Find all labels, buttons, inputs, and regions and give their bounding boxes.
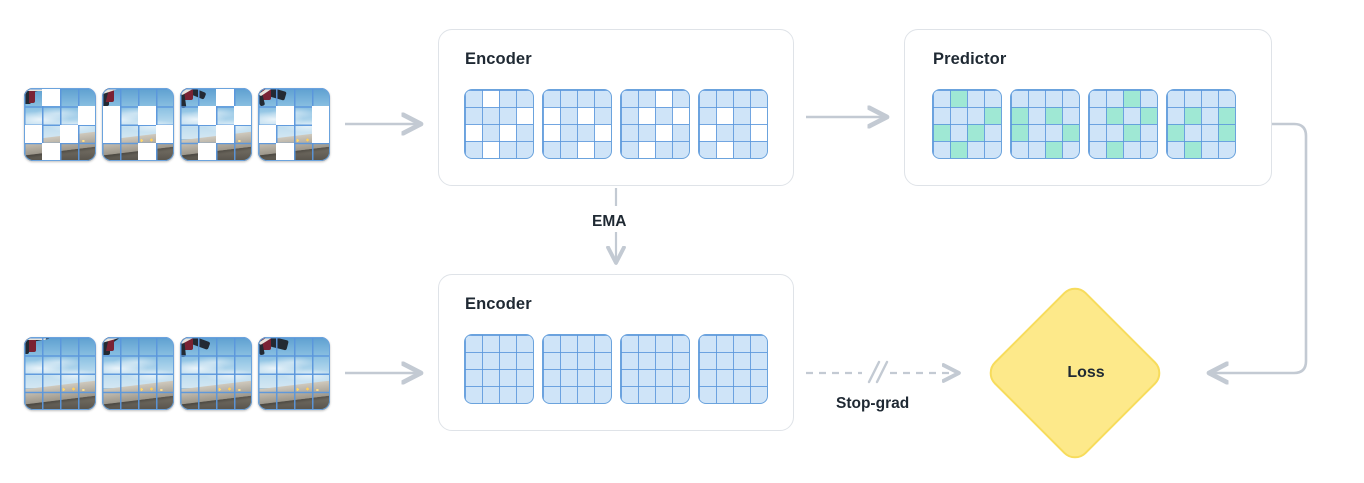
predicted-token-cell <box>1106 141 1123 158</box>
predicted-token-cell <box>984 107 1001 124</box>
masked-token-cell <box>516 107 533 124</box>
masked-frame-3 <box>180 88 252 161</box>
context-frame-4 <box>258 337 330 410</box>
masked-token-cell <box>716 107 733 124</box>
video-scene <box>24 337 96 410</box>
ema-label: EMA <box>592 213 627 230</box>
masked-token-cell <box>716 141 733 158</box>
encoder-token-grid-2 <box>542 89 612 159</box>
target-token-grid-2 <box>542 334 612 404</box>
masked-token-cell <box>577 107 594 124</box>
predicted-token-cell <box>1045 107 1062 124</box>
target-token-grid-3 <box>620 334 690 404</box>
masked-token-cell <box>672 107 689 124</box>
masked-frame-2 <box>102 88 174 161</box>
stopgrad-label: Stop-grad <box>836 395 910 412</box>
predictor-box: Predictor <box>904 29 1272 186</box>
masked-patch <box>78 106 96 125</box>
predicted-token-cell <box>1184 107 1201 124</box>
masked-frame-4 <box>258 88 330 161</box>
masked-token-cell <box>699 124 716 141</box>
predictor-token-grid-4 <box>1166 89 1236 159</box>
predicted-token-cell <box>1011 124 1028 141</box>
masked-patch <box>198 142 216 161</box>
masked-patch <box>258 124 276 143</box>
masked-token-cell <box>543 107 560 124</box>
video-scene <box>102 337 174 410</box>
masked-token-cell <box>638 141 655 158</box>
masked-patch <box>60 124 78 143</box>
masked-token-cell <box>638 107 655 124</box>
context-frame-1 <box>24 337 96 410</box>
video-scene <box>180 337 252 410</box>
masked-token-cell <box>594 124 611 141</box>
masked-token-cell <box>750 124 767 141</box>
target-token-grid-1 <box>464 334 534 404</box>
bottom-encoder-box: Encoder <box>438 274 794 431</box>
masked-patch <box>42 142 60 161</box>
predicted-token-cell <box>1184 141 1201 158</box>
masked-token-cell <box>482 141 499 158</box>
masked-token-cell <box>655 124 672 141</box>
masked-patch <box>42 88 60 107</box>
predicted-token-cell <box>950 90 967 107</box>
masked-token-cell <box>465 124 482 141</box>
masked-patch <box>234 106 252 125</box>
predicted-token-cell <box>950 141 967 158</box>
masked-patch <box>198 106 216 125</box>
context-frame-2 <box>102 337 174 410</box>
bottom-encoder-title: Encoder <box>465 295 532 313</box>
masked-patch <box>138 142 156 161</box>
encoder-token-grid-4 <box>698 89 768 159</box>
masked-patch <box>216 88 234 107</box>
masked-patch <box>276 106 294 125</box>
masked-token-cell <box>499 124 516 141</box>
predicted-token-cell <box>1140 107 1157 124</box>
masked-patch <box>102 124 120 143</box>
masked-patch <box>156 124 174 143</box>
masked-token-cell <box>543 124 560 141</box>
predicted-token-cell <box>967 124 984 141</box>
masked-token-cell <box>750 107 767 124</box>
predicted-token-cell <box>1106 107 1123 124</box>
predicted-token-cell <box>1123 124 1140 141</box>
masked-patch <box>138 106 156 125</box>
video-scene <box>258 337 330 410</box>
loss-label: Loss <box>1067 364 1105 381</box>
predicted-token-cell <box>1011 107 1028 124</box>
encoder-token-grid-3 <box>620 89 690 159</box>
top-encoder-title: Encoder <box>465 50 532 68</box>
masked-patch <box>102 106 120 125</box>
masked-token-cell <box>482 90 499 107</box>
predictor-token-grid-3 <box>1088 89 1158 159</box>
predicted-token-cell <box>1123 90 1140 107</box>
predicted-token-cell <box>1045 141 1062 158</box>
masked-patch <box>276 142 294 161</box>
encoder-token-grid-1 <box>464 89 534 159</box>
masked-token-cell <box>577 141 594 158</box>
target-token-grid-4 <box>698 334 768 404</box>
masked-patch <box>312 106 330 125</box>
masked-patch <box>24 124 42 143</box>
masked-token-cell <box>655 90 672 107</box>
predicted-token-cell <box>1167 124 1184 141</box>
masked-frame-1 <box>24 88 96 161</box>
masked-patch <box>216 124 234 143</box>
stopgrad-break-icon <box>867 360 889 384</box>
predictor-token-grid-2 <box>1010 89 1080 159</box>
arrow-predictor-to-loss <box>1210 122 1308 373</box>
context-frame-3 <box>180 337 252 410</box>
predictor-title: Predictor <box>933 50 1007 68</box>
predicted-token-cell <box>1218 124 1235 141</box>
predicted-token-cell <box>933 124 950 141</box>
predicted-token-cell <box>1218 107 1235 124</box>
predictor-token-grid-1 <box>932 89 1002 159</box>
masked-patch <box>312 124 330 143</box>
predicted-token-cell <box>1062 124 1079 141</box>
top-encoder-box: Encoder <box>438 29 794 186</box>
